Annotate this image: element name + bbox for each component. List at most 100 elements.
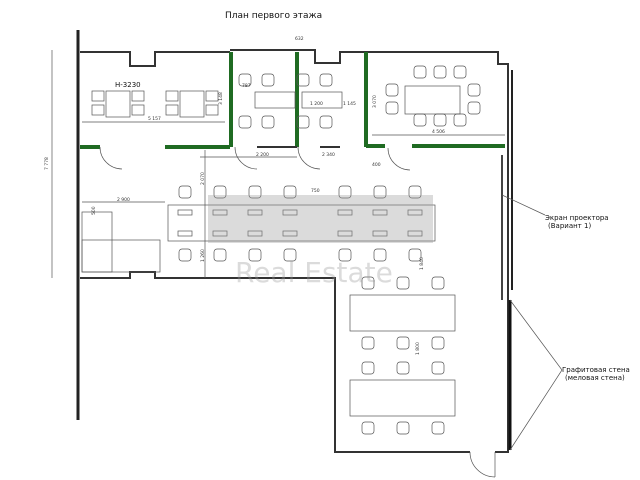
monitor [407, 230, 423, 237]
monitor [407, 209, 423, 216]
chair [361, 276, 375, 290]
dim-label: 500 [91, 206, 97, 215]
chair [396, 421, 410, 435]
chair [385, 83, 399, 97]
chair [433, 113, 447, 127]
furniture [91, 65, 481, 435]
dim-label: 2 070 [200, 172, 206, 185]
monitor [372, 230, 388, 237]
monitor [212, 209, 228, 216]
chair [338, 185, 352, 199]
chair [413, 65, 427, 79]
chair [238, 73, 252, 87]
dim-label: 3 070 [372, 95, 378, 108]
chair [283, 248, 297, 262]
chair [433, 65, 447, 79]
chair [91, 90, 105, 102]
chair [261, 73, 275, 87]
chair [261, 115, 275, 129]
chair [385, 101, 399, 115]
desk [179, 90, 205, 118]
room-label: Н-3230 [115, 81, 141, 89]
plan-title: План первого этажа [225, 11, 322, 21]
dim-label: 2 340 [322, 152, 335, 158]
chair [165, 104, 179, 116]
chair [213, 185, 227, 199]
chair [213, 248, 227, 262]
monitor [337, 230, 353, 237]
chair [319, 73, 333, 87]
monitor [212, 230, 228, 237]
chair [408, 185, 422, 199]
dim-label: 3 148 [218, 92, 224, 105]
chair [467, 83, 481, 97]
chair [361, 361, 375, 375]
chair [205, 90, 219, 102]
chair [296, 115, 310, 129]
dim-label: 750 [311, 188, 320, 194]
monitor [372, 209, 388, 216]
chair [453, 65, 467, 79]
chair [178, 248, 192, 262]
chair [453, 113, 467, 127]
chair [238, 115, 252, 129]
chair [431, 361, 445, 375]
chair [178, 185, 192, 199]
dim-label: 2 200 [256, 152, 269, 158]
graphite-sub: (меловая стена) [565, 374, 625, 382]
chair [296, 73, 310, 87]
chair [361, 421, 375, 435]
chair [396, 336, 410, 350]
chair [91, 104, 105, 116]
chair [131, 104, 145, 116]
chair [319, 115, 333, 129]
desk [254, 91, 296, 109]
monitor [247, 209, 263, 216]
dim-label: 1 145 [343, 101, 356, 107]
chair [413, 113, 427, 127]
chair [396, 276, 410, 290]
projector-label: Экран проектора [545, 214, 609, 222]
chair [408, 248, 422, 262]
chair [248, 185, 262, 199]
chair [283, 185, 297, 199]
monitor [282, 209, 298, 216]
dim-label: 5 157 [148, 116, 161, 122]
monitor [337, 209, 353, 216]
chair [361, 336, 375, 350]
dim-label: 2 900 [117, 197, 130, 203]
chair [431, 276, 445, 290]
dim-label: 400 [372, 162, 381, 168]
dim-label: 1 800 [415, 342, 421, 355]
chair [205, 104, 219, 116]
dim-label: 1 840 [419, 257, 425, 270]
dim-label: 1 260 [200, 249, 206, 262]
desk [105, 90, 131, 118]
chair [165, 90, 179, 102]
dim-label: 4 506 [432, 129, 445, 135]
desk [167, 204, 436, 242]
projector-variant: (Вариант 1) [548, 222, 591, 230]
graphite-label: Графитовая стена [562, 366, 630, 374]
dim-label: 7 778 [44, 157, 50, 170]
chair [467, 101, 481, 115]
dim-label: 632 [295, 36, 304, 42]
desk [404, 85, 461, 115]
chair [431, 421, 445, 435]
exterior-walls [76, 30, 513, 478]
chair [248, 248, 262, 262]
chair [131, 90, 145, 102]
chair [396, 361, 410, 375]
chair [338, 248, 352, 262]
sofa [81, 211, 161, 273]
desk [349, 294, 456, 332]
chair [373, 185, 387, 199]
dimensions: 7 778 632 5 157 3 148 787 1 200 1 145 3 … [44, 36, 505, 355]
desk [349, 379, 456, 417]
glass-partitions [80, 52, 505, 171]
dim-label: 1 200 [310, 101, 323, 107]
dim-label: 787 [242, 83, 251, 89]
monitor [177, 230, 193, 237]
monitor [247, 230, 263, 237]
